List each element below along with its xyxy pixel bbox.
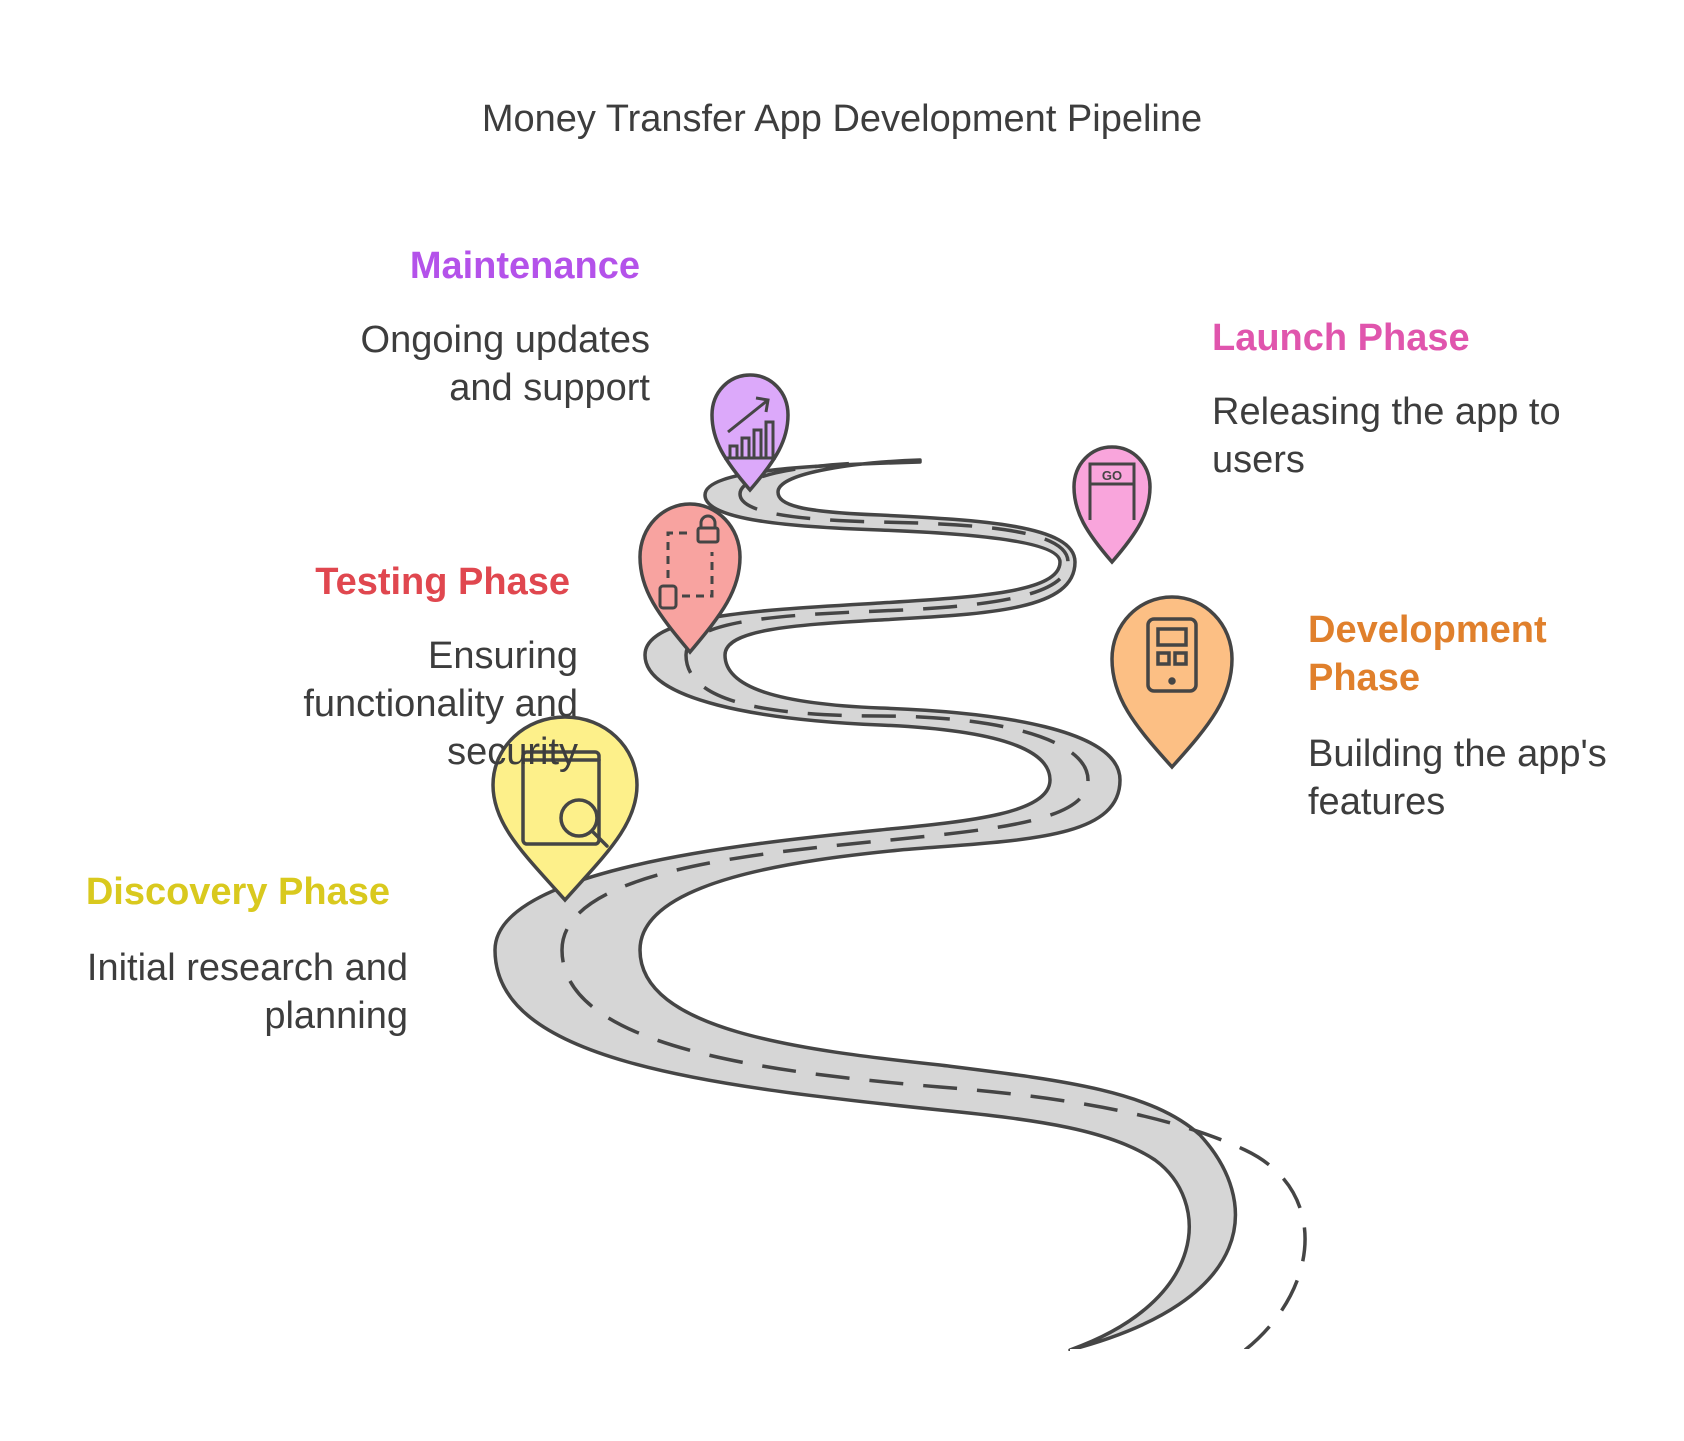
road-centerline <box>560 461 1307 1352</box>
discovery-pin <box>491 715 639 903</box>
diagram-title: Money Transfer App Development Pipeline <box>481 98 1203 140</box>
development-title: Development Phase <box>1308 609 1547 699</box>
launch-title: Launch Phase <box>1212 317 1470 359</box>
launch-description: Releasing the app to users <box>1212 391 1561 481</box>
maintenance-description: Ongoing updates and support <box>360 319 650 409</box>
maintenance-title: Maintenance <box>409 245 640 287</box>
testing-title: Testing Phase <box>315 561 570 603</box>
svg-text:GO: GO <box>1102 468 1122 483</box>
development-description: Building the app's features <box>1308 733 1607 823</box>
mobile-app-icon <box>1146 617 1198 693</box>
testing-description: Ensuring functionality and security <box>303 635 578 773</box>
testing-pin <box>638 502 742 655</box>
development-pin <box>1110 595 1234 770</box>
security-lock-icon <box>658 514 720 610</box>
maintenance-pin <box>710 373 790 493</box>
growth-chart-icon <box>724 396 776 460</box>
road-end-mask <box>1060 1351 1390 1391</box>
go-sign-icon: GO <box>1088 462 1136 520</box>
book-search-icon <box>521 750 609 848</box>
launch-pin: GO <box>1072 445 1152 565</box>
road <box>493 458 1238 1352</box>
discovery-description: Initial research and planning <box>86 947 408 1037</box>
discovery-title: Discovery Phase <box>85 871 390 913</box>
